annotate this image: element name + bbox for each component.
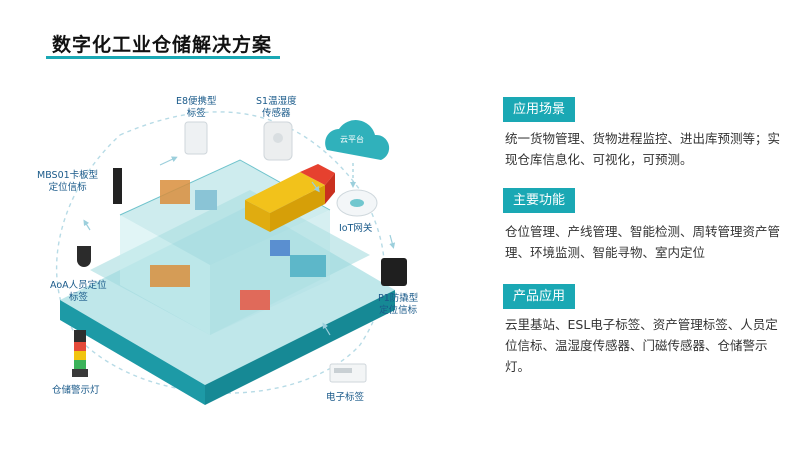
label-mbs01-beacon: MBS01卡板型 定位信标 xyxy=(37,170,99,193)
section-body-scenario: 统一货物管理、货物进程监控、进出库预测等；实现仓库信息化、可视化，可预测。 xyxy=(505,131,781,167)
title-underline xyxy=(46,56,280,59)
mbs01-beacon-icon xyxy=(113,168,122,204)
section-heading-functions: 主要功能 xyxy=(503,188,576,213)
label-iot-gateway: IoT网关 xyxy=(339,223,373,234)
section-body-products: 云里基站、ESL电子标签、资产管理标签、人员定位信标、温湿度传感器、门磁传感器、… xyxy=(505,317,778,374)
section-body-functions: 仓位管理、产线管理、智能检测、周转管理资产管理、环境监测、智能寻物、室内定位 xyxy=(505,224,781,260)
section-heading-scenario: 应用场景 xyxy=(503,97,576,122)
label-s1-sensor: S1温湿度 传感器 xyxy=(256,96,297,119)
warning-light-icon xyxy=(72,330,88,377)
label-p1-beacon: P1防撬型 定位信标 xyxy=(378,293,419,316)
s1-sensor-icon xyxy=(263,121,293,161)
label-cloud-platform: 云平台 xyxy=(340,135,364,144)
esl-tag-icon xyxy=(329,363,367,383)
p1-beacon-icon xyxy=(381,258,407,286)
cloud-platform-icon xyxy=(325,120,390,160)
label-e8-tag: E8便携型 标签 xyxy=(176,96,217,119)
label-warning-light: 仓储警示灯 xyxy=(52,385,100,396)
e8-tag-icon xyxy=(184,121,208,155)
label-aoa-tag: AoA人员定位 标签 xyxy=(50,280,107,303)
platform-right xyxy=(205,290,395,405)
iot-gateway-icon xyxy=(336,189,378,217)
page-title: 数字化工业仓储解决方案 xyxy=(52,34,273,56)
truck-icon xyxy=(245,164,335,232)
warehouse-illustration xyxy=(55,111,407,405)
shelves xyxy=(150,180,326,310)
label-esl-tag: 电子标签 xyxy=(326,392,365,403)
section-heading-products: 产品应用 xyxy=(503,284,576,309)
aoa-tag-icon xyxy=(77,246,91,267)
platform-left xyxy=(60,300,205,405)
